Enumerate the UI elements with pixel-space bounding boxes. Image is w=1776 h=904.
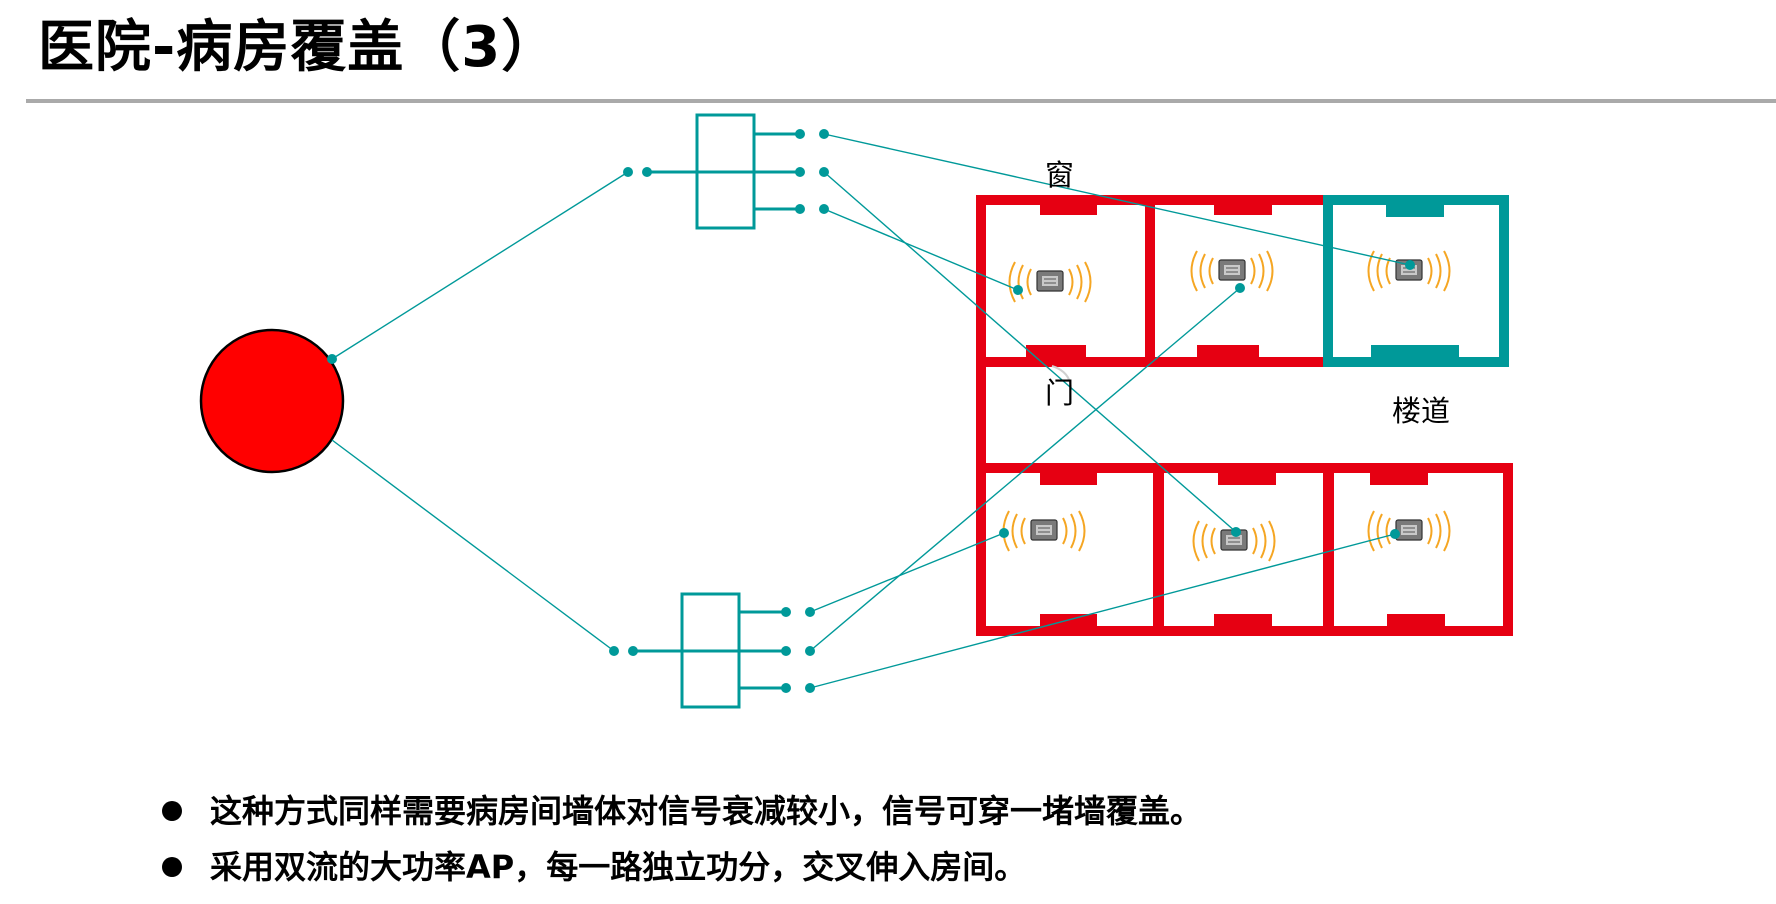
antenna-feed-dots — [999, 260, 1415, 539]
bullet-list: 这种方式同样需要病房间墙体对信号衰减较小，信号可穿一堵墙覆盖。 采用双流的大功率… — [158, 783, 1202, 895]
bullet-text: 这种方式同样需要病房间墙体对信号衰减较小，信号可穿一堵墙覆盖。 — [210, 792, 1203, 830]
connector-dots — [327, 167, 652, 656]
antenna-2 — [1190, 250, 1274, 292]
bullet-dot-icon — [162, 857, 182, 877]
ward-walls — [976, 195, 1513, 636]
corridor-label: 楼道 — [1392, 394, 1451, 428]
antenna-4 — [1002, 510, 1086, 552]
highlighted-room-walls — [1323, 195, 1509, 367]
page-title: 医院-病房覆盖（3） — [38, 15, 559, 80]
upper-power-splitter — [695, 113, 829, 230]
bullet-text: 采用双流的大功率AP，每一路独立功分，交叉伸入房间。 — [210, 848, 1027, 886]
antenna-6 — [1367, 510, 1451, 552]
title-divider — [26, 99, 1776, 103]
bullet-dot-icon — [162, 801, 182, 821]
ap-device — [199, 328, 345, 474]
antenna-3 — [1367, 250, 1451, 292]
antenna-5 — [1192, 520, 1276, 562]
door-label: 门 — [1045, 376, 1075, 410]
lower-power-splitter — [680, 592, 815, 709]
distribution-cables — [809, 133, 1411, 689]
bullet-item: 这种方式同样需要病房间墙体对信号衰减较小，信号可穿一堵墙覆盖。 — [158, 783, 1202, 839]
ap-feed-cables — [331, 171, 629, 652]
window-label: 窗 — [1045, 158, 1075, 192]
antenna-1 — [1008, 261, 1092, 303]
bullet-item: 采用双流的大功率AP，每一路独立功分，交叉伸入房间。 — [158, 839, 1202, 895]
